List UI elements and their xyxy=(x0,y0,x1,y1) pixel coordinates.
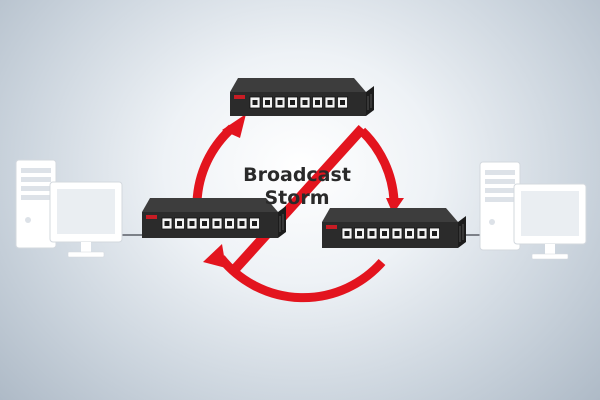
top-switch-port-socket xyxy=(315,100,320,105)
left-switch-port-socket xyxy=(202,221,207,226)
left-switch-port-socket xyxy=(240,221,245,226)
right-switch xyxy=(322,208,466,248)
right-switch-side xyxy=(458,216,466,248)
top-switch-port-socket xyxy=(265,100,270,105)
right-switch-port-socket xyxy=(357,231,362,236)
right-switch-port-socket xyxy=(370,231,375,236)
left-switch-port-socket xyxy=(177,221,182,226)
top-switch xyxy=(230,78,374,116)
left-switch-logo xyxy=(146,215,157,219)
right-switch-port-socket xyxy=(382,231,387,236)
left-switch-port-socket xyxy=(215,221,220,226)
left-computer xyxy=(16,160,122,257)
left-switch-port-socket xyxy=(252,221,257,226)
right-switch-port-socket xyxy=(420,231,425,236)
broadcast-storm-label: Broadcast Storm xyxy=(232,164,362,210)
top-switch-port-socket xyxy=(253,100,258,105)
left-switch-port-socket xyxy=(165,221,170,226)
right-computer xyxy=(480,162,586,259)
label-line-1: Broadcast xyxy=(232,164,362,187)
top-switch-side xyxy=(366,86,374,116)
right-switch-port-socket xyxy=(395,231,400,236)
right-switch-port-socket xyxy=(345,231,350,236)
right-switch-logo xyxy=(326,225,337,229)
top-switch-logo xyxy=(234,95,245,99)
top-switch-port-socket xyxy=(328,100,333,105)
label-line-2: Storm xyxy=(232,187,362,210)
right-switch-port-socket xyxy=(432,231,437,236)
top-switch-port-socket xyxy=(278,100,283,105)
top-switch-port-socket xyxy=(303,100,308,105)
top-switch-port-socket xyxy=(340,100,345,105)
top-switch-port-socket xyxy=(290,100,295,105)
left-switch-port-socket xyxy=(190,221,195,226)
left-switch-side xyxy=(278,206,286,238)
arrowhead-bottom xyxy=(203,244,226,268)
right-computer-monitor xyxy=(514,184,586,259)
top-switch-lid xyxy=(230,78,366,92)
right-switch-port-socket xyxy=(407,231,412,236)
left-switch-port-socket xyxy=(227,221,232,226)
right-switch-lid xyxy=(322,208,458,222)
left-computer-monitor xyxy=(50,182,122,257)
